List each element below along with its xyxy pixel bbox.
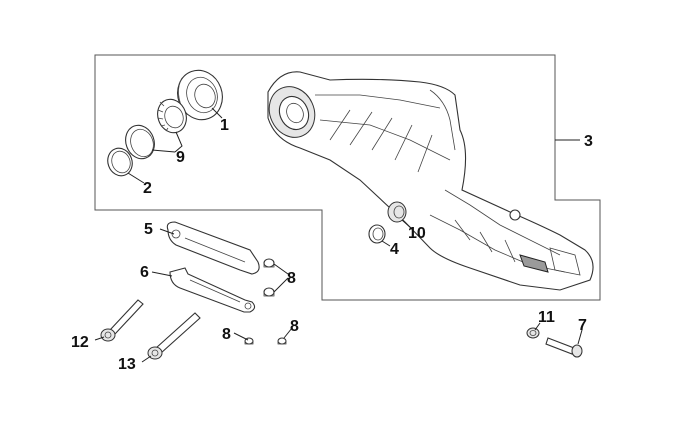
part-5-upper-guard[interactable] — [166, 221, 260, 275]
part-8-clip-lower[interactable] — [263, 287, 275, 297]
callout-5: 5 — [144, 221, 153, 238]
callout-3: 3 — [584, 133, 593, 150]
leader-6 — [151, 271, 173, 277]
part-11-nut[interactable] — [526, 327, 540, 339]
callout-11: 11 — [538, 309, 555, 326]
callout-7: 7 — [578, 317, 587, 334]
part-4-washer[interactable] — [368, 224, 386, 244]
leader-12 — [94, 336, 105, 341]
callout-8-right: 8 — [287, 270, 296, 287]
part-7-bolt[interactable] — [545, 337, 583, 358]
callout-9: 9 — [176, 149, 185, 166]
leader-9a — [174, 131, 183, 153]
callout-12: 12 — [71, 334, 89, 351]
part-10-bushing[interactable] — [387, 201, 407, 223]
part-13-bolt[interactable] — [147, 312, 201, 360]
leader-13 — [141, 355, 152, 363]
callout-4: 4 — [390, 241, 399, 258]
callout-6: 6 — [140, 264, 149, 281]
leader-2 — [127, 172, 145, 184]
part-12-bolt[interactable] — [100, 299, 144, 342]
part-9-bearing[interactable] — [153, 95, 191, 137]
leader-5 — [159, 228, 175, 235]
assembly-frame — [94, 54, 601, 301]
part-6-lower-guard[interactable] — [169, 267, 256, 313]
callout-10: 10 — [408, 225, 426, 242]
leader-9b — [151, 149, 176, 153]
callout-13: 13 — [118, 356, 136, 373]
part-9-ring[interactable] — [121, 121, 159, 163]
leader-8b — [233, 332, 249, 341]
callout-1: 1 — [220, 117, 229, 134]
part-1-seal[interactable] — [171, 64, 229, 126]
callout-8-left: 8 — [222, 326, 231, 343]
leader-8c — [283, 327, 293, 339]
part-2-snap-ring[interactable] — [104, 145, 136, 180]
leader-1 — [211, 107, 223, 119]
part-8-clip-upper[interactable] — [263, 258, 275, 268]
part-8-clip-right[interactable] — [277, 337, 287, 345]
leader-11 — [534, 322, 541, 331]
leader-8a — [273, 263, 289, 293]
leader-7 — [577, 329, 583, 345]
leader-10 — [401, 219, 412, 229]
callout-8-center: 8 — [290, 318, 299, 335]
part-3-swing-arm[interactable] — [261, 71, 594, 291]
leader-4 — [381, 240, 391, 247]
callout-2: 2 — [143, 180, 152, 197]
